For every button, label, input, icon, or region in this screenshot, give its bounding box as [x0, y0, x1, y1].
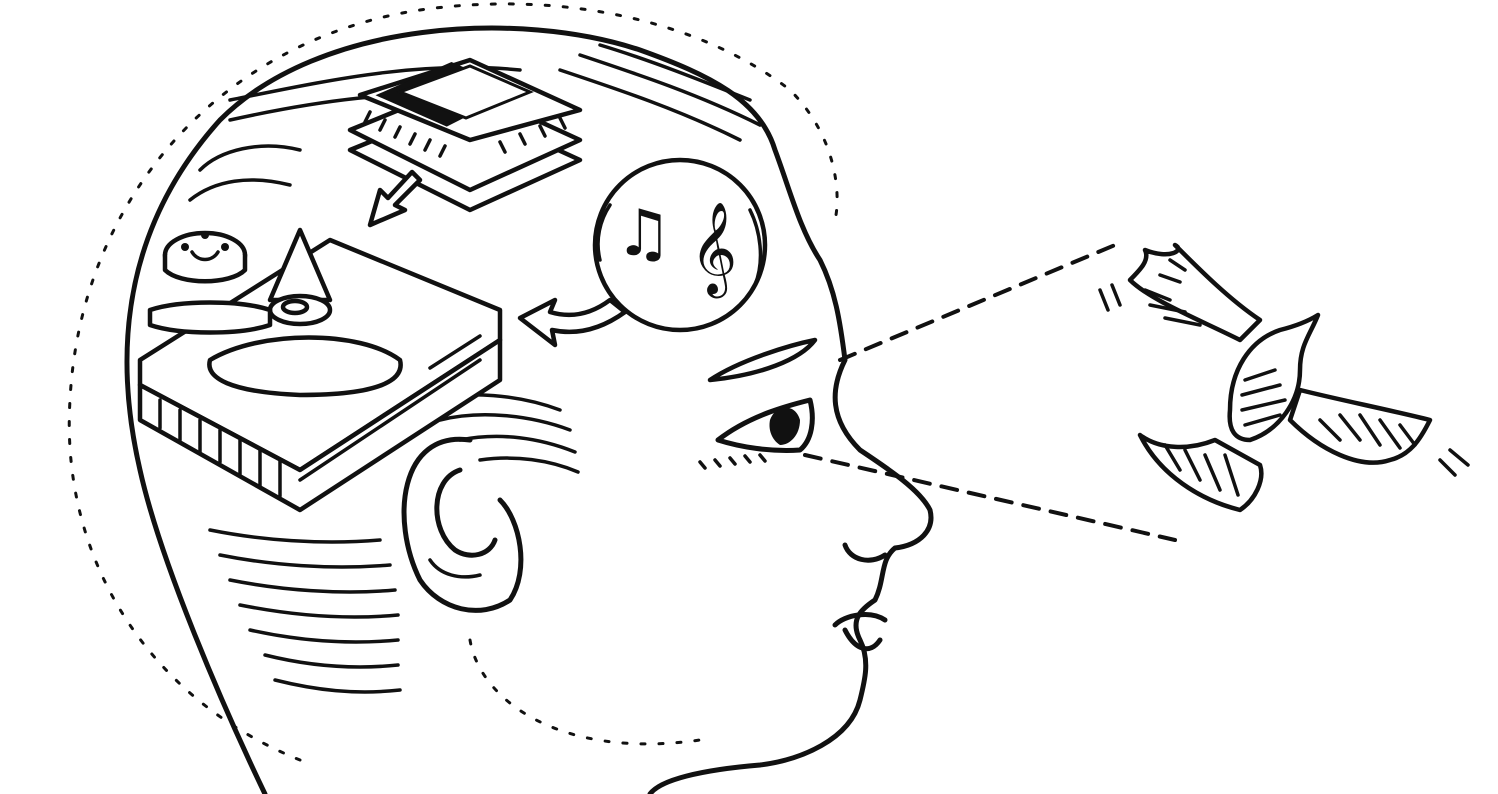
head-aura-dotted-outline — [67, 2, 839, 762]
head-outline — [124, 25, 934, 794]
microchip-icon — [347, 57, 583, 228]
ear — [401, 436, 524, 613]
bird-icon — [1098, 242, 1470, 513]
line-of-sight — [803, 243, 1177, 542]
hard-drive-icon — [137, 227, 503, 513]
nose-mouth — [832, 542, 888, 652]
music-notes-icon: ♫ — [615, 197, 672, 271]
jaw-dashed-line — [468, 638, 702, 746]
neck-hatching — [208, 528, 402, 694]
music-thought-bubble: ♫ 𝄞 — [517, 157, 768, 348]
eye — [698, 337, 818, 470]
treble-clef-icon: 𝄞 — [690, 201, 737, 298]
